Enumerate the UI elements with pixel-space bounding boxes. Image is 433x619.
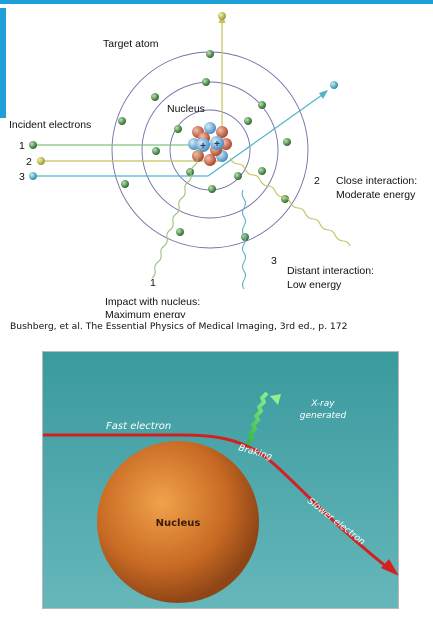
orbital-electron <box>121 180 129 188</box>
orbital-electron <box>151 93 159 101</box>
distant-interaction-line2: Low energy <box>287 279 342 291</box>
fast-electron-label: Fast electron <box>106 421 171 432</box>
orbital-electron <box>174 125 182 133</box>
orbital-electrons <box>118 50 291 241</box>
close-interaction-number: 2 <box>314 175 320 187</box>
xray-wave-2 <box>229 157 351 247</box>
nucleus-plus-1: + <box>200 141 206 152</box>
source-caption: Bushberg, et al. The Essential Physics o… <box>10 321 348 332</box>
xray-arrow-wave <box>246 391 269 446</box>
distant-interaction-line1: Distant interaction: <box>287 265 374 277</box>
incident-electron-3 <box>29 172 37 180</box>
orbital-electron <box>258 167 266 175</box>
nucleus: + + <box>188 122 232 166</box>
braking-radiation-diagram: Nucleus Fast electron Braking Slower ele… <box>43 352 398 608</box>
orbital-electron <box>234 172 242 180</box>
xray-wave-3 <box>241 189 247 290</box>
incident-number-1: 1 <box>19 140 25 152</box>
xray-arrowhead <box>270 394 281 405</box>
electron-path <box>43 433 389 570</box>
xray-label-line1: X-ray <box>310 399 335 409</box>
left-accent-bar <box>0 8 6 118</box>
orbital-electron <box>283 138 291 146</box>
orbital-electron <box>208 185 216 193</box>
orbital-electron <box>186 168 194 176</box>
orbital-electron <box>202 78 210 86</box>
xray-wave-1 <box>151 149 201 279</box>
incident-electron-2 <box>37 157 45 165</box>
nucleus-label: Nucleus <box>167 103 205 115</box>
orbital-electron <box>244 117 252 125</box>
xray-label-line2: generated <box>300 411 347 421</box>
orbital-electron <box>152 147 160 155</box>
impact-nucleus-line2: Maximum energy <box>105 309 186 318</box>
braking-radiation-panel: Nucleus Fast electron Braking Slower ele… <box>42 351 399 609</box>
incident-electrons-label: Incident electrons <box>9 119 91 131</box>
target-atom-label: Target atom <box>103 38 159 50</box>
incident-number-2: 2 <box>26 156 32 168</box>
orbital-electron <box>176 228 184 236</box>
distant-interaction-number: 3 <box>271 255 277 267</box>
top-accent-bar <box>0 0 433 4</box>
orbital-electron <box>118 117 126 125</box>
nucleus-plus-2: + <box>214 139 220 150</box>
impact-nucleus-line1: Impact with nucleus: <box>105 296 200 308</box>
bremsstrahlung-atom-diagram: + + Target atom Nucleus Incident electro… <box>9 12 417 318</box>
orbital-electron <box>206 50 214 58</box>
incident-number-3: 3 <box>19 171 25 183</box>
deflected-path-3 <box>207 94 323 177</box>
nucleus-sphere <box>97 441 259 603</box>
nucleus-sphere-label: Nucleus <box>156 518 201 529</box>
incident-electron-1 <box>29 141 37 149</box>
orbital-electron <box>258 101 266 109</box>
scattered-electron-3 <box>330 81 338 89</box>
close-interaction-line2: Moderate energy <box>336 189 416 201</box>
close-interaction-line1: Close interaction: <box>336 175 417 187</box>
arrowhead-3 <box>319 90 328 99</box>
impact-nucleus-number: 1 <box>150 277 156 289</box>
scattered-electron-2 <box>218 12 226 20</box>
electron-arrowhead <box>381 559 398 576</box>
